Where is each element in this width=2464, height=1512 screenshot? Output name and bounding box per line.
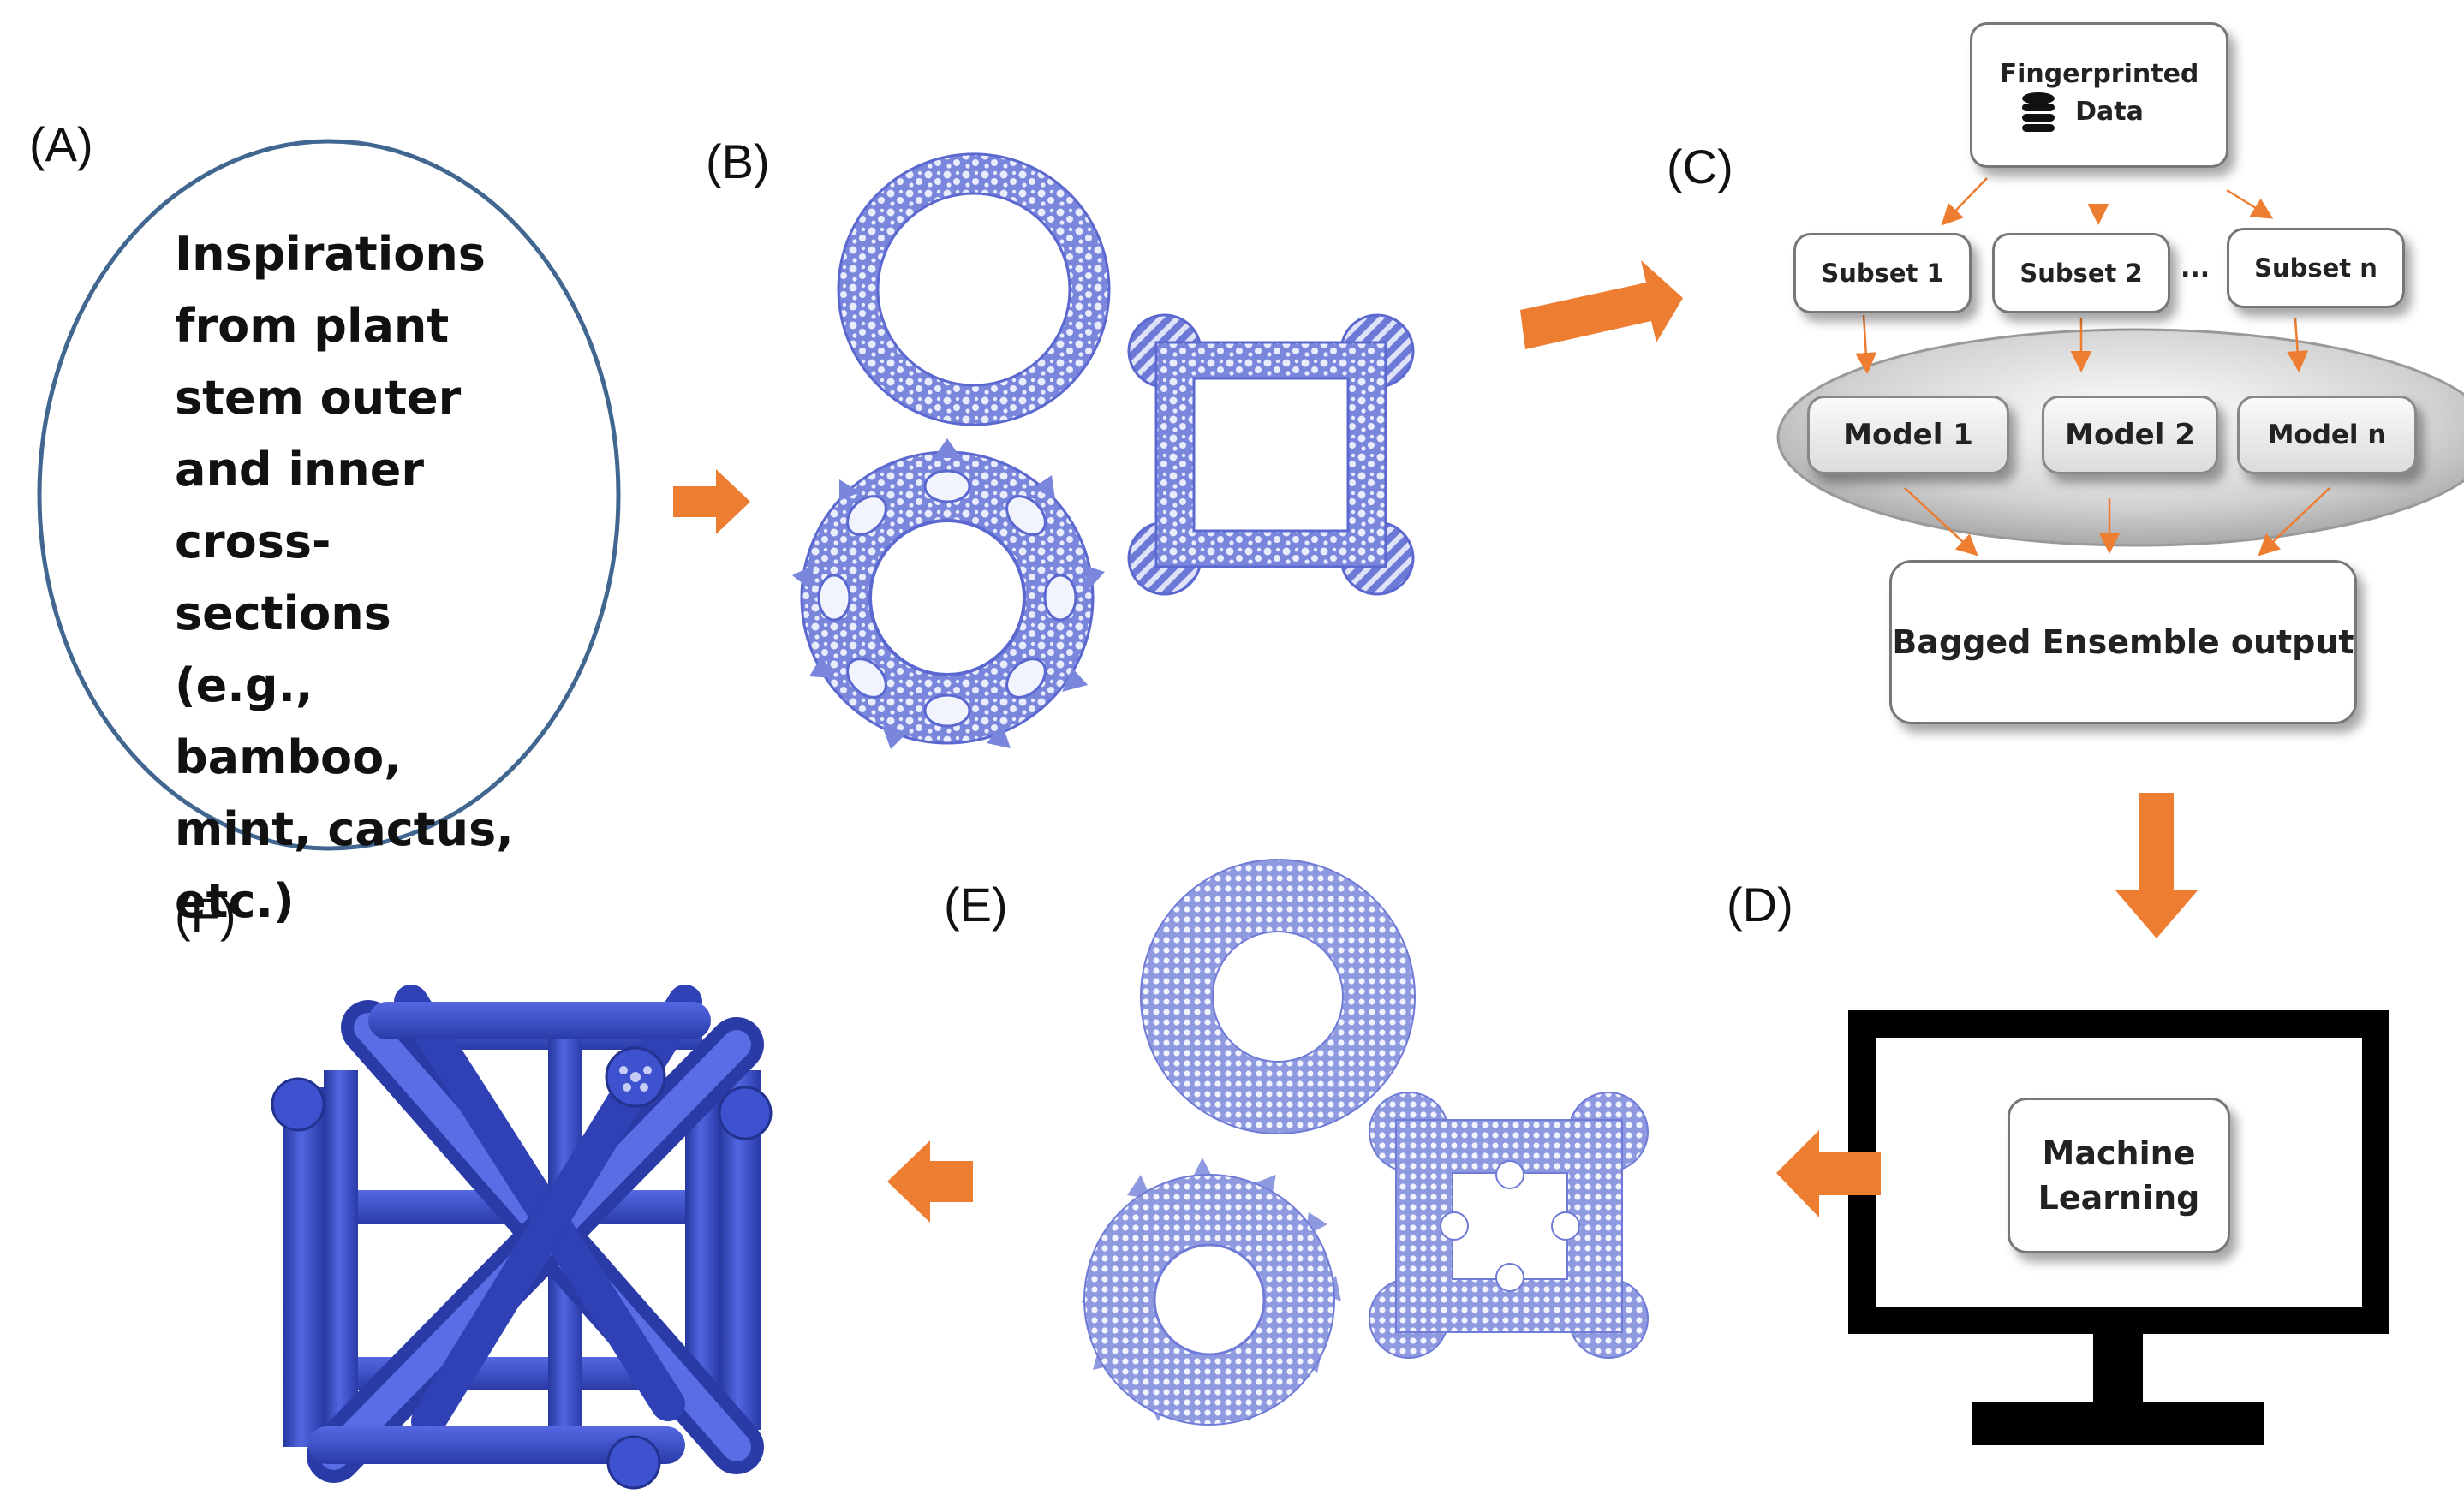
panel-e-structures: [1081, 859, 1649, 1426]
inspiration-text: Inspirations from plant stem outer and i…: [175, 227, 514, 928]
fingerprinted-data-box: Fingerprinted Data: [1970, 22, 2228, 168]
subset-1-label: Subset 1: [1821, 259, 1944, 288]
bagged-ensemble-output-box: Bagged Ensemble output: [1889, 560, 2357, 724]
subset-ellipsis: ...: [2181, 253, 2210, 283]
bagged-ensemble-output-label: Bagged Ensemble output: [1892, 623, 2354, 661]
arrow-d-to-e: [1776, 1130, 1881, 1217]
panel-label-b: (B): [706, 134, 770, 188]
arrow-a-to-b: [673, 469, 750, 534]
flow-connectors: [1855, 177, 2330, 557]
machine-learning-line1: Machine: [2042, 1134, 2196, 1172]
subset-n-box: Subset n: [2227, 228, 2405, 308]
panel-label-f: (F): [175, 888, 236, 942]
panel-label-e: (E): [944, 878, 1008, 932]
data-box-line2: Data: [2075, 97, 2144, 127]
panel-b-structures: [792, 152, 1415, 749]
monitor-icon: [1848, 1010, 2389, 1445]
machine-learning-box: Machine Learning: [2008, 1098, 2230, 1253]
arrow-b-to-c: [1520, 260, 1683, 349]
panel-label-c: (C): [1667, 140, 1733, 193]
panel-label-a: (A): [29, 117, 93, 171]
subset-n-label: Subset n: [2254, 253, 2377, 283]
arrow-e-to-f: [887, 1140, 973, 1223]
panel-label-d: (D): [1727, 878, 1793, 932]
database-icon: [2022, 92, 2055, 132]
model-1-label: Model 1: [1843, 418, 1973, 452]
arrow-c-to-d: [2115, 793, 2198, 938]
lattice-structure: [271, 985, 773, 1490]
machine-learning-line2: Learning: [2037, 1179, 2200, 1217]
inspiration-ellipse: [37, 139, 621, 851]
subset-2-label: Subset 2: [2020, 259, 2143, 288]
data-box-line1: Fingerprinted: [1999, 59, 2199, 89]
model-1-box: Model 1: [1807, 396, 2009, 474]
model-n-box: Model n: [2237, 396, 2417, 474]
model-2-box: Model 2: [2042, 396, 2218, 474]
model-2-label: Model 2: [2065, 418, 2195, 452]
subset-2-box: Subset 2: [1992, 233, 2170, 313]
model-n-label: Model n: [2267, 420, 2387, 450]
subset-1-box: Subset 1: [1793, 233, 1972, 313]
